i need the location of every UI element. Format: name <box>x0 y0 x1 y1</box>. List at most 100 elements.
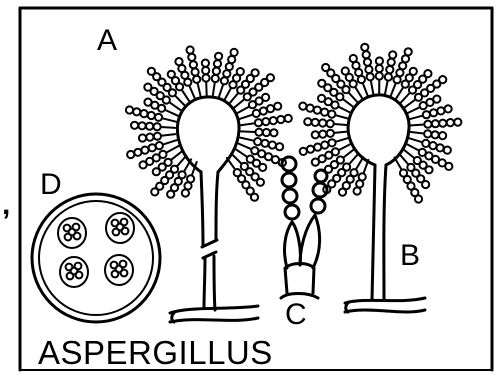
head-b-conidium <box>321 109 328 116</box>
metula-c <box>285 264 314 294</box>
spore-chains-b <box>299 44 461 203</box>
conidium-c-r3 <box>315 170 327 182</box>
head-a-conidium <box>231 49 238 56</box>
head-a-conidium <box>140 110 147 117</box>
ascospore <box>116 266 123 273</box>
spore-chains-a <box>126 46 292 200</box>
hypha-b-left-end <box>346 303 348 312</box>
head-a-conidium <box>259 164 266 171</box>
head-a-conidium <box>153 168 160 175</box>
head-b-conidium <box>389 51 396 58</box>
head-a-sterigma <box>161 134 175 136</box>
head-a-conidium <box>255 119 262 126</box>
head-a-conidium <box>270 117 277 124</box>
head-a-sterigma <box>177 156 186 167</box>
head-a-conidium <box>262 94 269 101</box>
hypha-a-left-end <box>172 313 174 322</box>
phialide-c-left <box>285 222 301 268</box>
head-b-conidium <box>424 70 431 77</box>
head-b-conidium <box>319 119 326 126</box>
label-b: B <box>400 241 420 271</box>
head-b-sterigma <box>403 149 414 158</box>
head-b-conidium <box>354 187 361 194</box>
head-a-sterigma <box>170 102 181 110</box>
head-b-conidium <box>423 111 430 118</box>
head-a-conidium <box>274 103 281 110</box>
head-b-conidium <box>454 119 461 126</box>
head-a-conidium <box>276 143 283 150</box>
head-b-conidium <box>425 166 432 173</box>
head-b-conidium <box>312 159 319 166</box>
conidiophore-a <box>126 46 292 322</box>
head-a-conidium <box>237 68 244 75</box>
head-b-conidium <box>447 119 454 126</box>
head-a-conidium <box>144 84 151 91</box>
stalk-a-left-upper <box>201 172 203 246</box>
head-a-sterigma <box>224 88 231 100</box>
head-a-sterigma <box>213 83 215 97</box>
head-a-sterigma <box>161 127 175 128</box>
head-b-conidium <box>307 146 314 153</box>
head-a-conidium <box>140 161 147 168</box>
head-b-conidium <box>433 96 440 103</box>
head-b-conidium <box>350 55 357 62</box>
head-a-conidium <box>267 74 274 81</box>
head-b-conidium <box>365 66 372 73</box>
head-b-conidium <box>304 118 311 125</box>
head-b-sterigma <box>349 154 358 165</box>
conidium-c-l3 <box>282 173 296 187</box>
head-a-conidium <box>182 189 189 196</box>
head-b-conidium <box>312 131 319 138</box>
head-b-conidium <box>299 103 306 110</box>
head-a-conidium <box>126 106 133 113</box>
head-b-conidium <box>437 144 444 151</box>
head-a-conidium <box>192 68 199 75</box>
asci-d <box>58 213 134 287</box>
head-b-conidium <box>328 139 335 146</box>
head-b-conidium <box>445 105 452 112</box>
head-a-conidium <box>202 74 209 81</box>
head-b-conidium <box>439 120 446 127</box>
head-a-conidium <box>262 118 269 125</box>
label-a: A <box>97 26 117 56</box>
head-a-sterigma <box>165 110 178 116</box>
head-a-conidium <box>190 61 197 68</box>
outer-wall-d <box>32 194 160 322</box>
phialide-c-right <box>300 215 320 268</box>
head-a-conidium <box>202 60 209 67</box>
head-b-sterigma <box>344 149 355 158</box>
head-b-conidium <box>385 73 392 80</box>
head-a-conidium <box>127 151 134 158</box>
head-b-conidium <box>300 148 307 155</box>
head-b-sterigma <box>399 154 408 165</box>
head-a-conidium <box>139 122 146 129</box>
head-b-sterigma <box>339 107 352 113</box>
head-b-conidium <box>314 107 321 114</box>
head-a-conidium <box>139 134 146 141</box>
head-a-conidium <box>267 105 274 112</box>
head-a-conidium <box>215 53 222 60</box>
head-b-sterigma <box>404 100 415 108</box>
head-b-conidium <box>439 76 446 83</box>
head-a-conidium <box>214 60 221 67</box>
head-a-sterigma <box>198 83 201 97</box>
stray-comma-mark: , <box>2 190 10 220</box>
head-a-conidium <box>269 141 276 148</box>
head-a-conidium <box>213 68 220 75</box>
head-a-sterigma <box>167 146 179 153</box>
ascospore <box>69 229 76 236</box>
head-a-conidium <box>251 194 258 201</box>
head-b-conidium <box>424 130 431 137</box>
conidium-c-l2 <box>283 189 297 203</box>
stalk-a-left-lower <box>204 258 205 308</box>
head-a-conidium <box>202 67 209 74</box>
head-a-conidium <box>254 138 261 145</box>
head-a-sterigma <box>233 99 244 108</box>
ascus <box>60 257 88 287</box>
head-b-conidium <box>410 68 417 75</box>
head-b-sterigma <box>409 116 423 120</box>
conidium-c-l1 <box>285 205 299 219</box>
head-b-sterigma <box>336 115 350 119</box>
head-b-conidium <box>444 147 451 154</box>
head-b-sterigma <box>409 138 422 142</box>
